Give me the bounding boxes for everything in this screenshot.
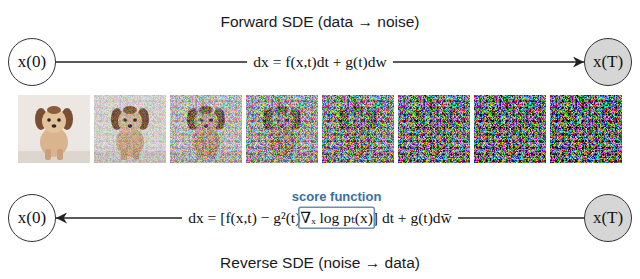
state-circle: x(0) xyxy=(8,194,56,242)
state-circle: x(T) xyxy=(584,194,632,242)
state-label: x(T) xyxy=(593,53,623,72)
reverse-title: Reverse SDE (noise → data) xyxy=(220,254,420,273)
state-circle: x(0) xyxy=(8,38,56,86)
state-label: x(0) xyxy=(18,53,46,72)
sde-equation: dx = [f(x,t) − g²(t)∇ₓ log pₜ(x)] dt + g… xyxy=(182,208,458,227)
forward-title: Forward SDE (data → noise) xyxy=(221,13,420,32)
state-label: x(T) xyxy=(593,209,623,228)
sde-equation: dx = f(x,t)dt + g(t)dw xyxy=(247,52,392,71)
state-label: x(0) xyxy=(18,209,46,228)
score-function-box xyxy=(299,207,375,228)
state-circle: x(T) xyxy=(584,38,632,86)
score-callout: score function xyxy=(292,189,382,205)
